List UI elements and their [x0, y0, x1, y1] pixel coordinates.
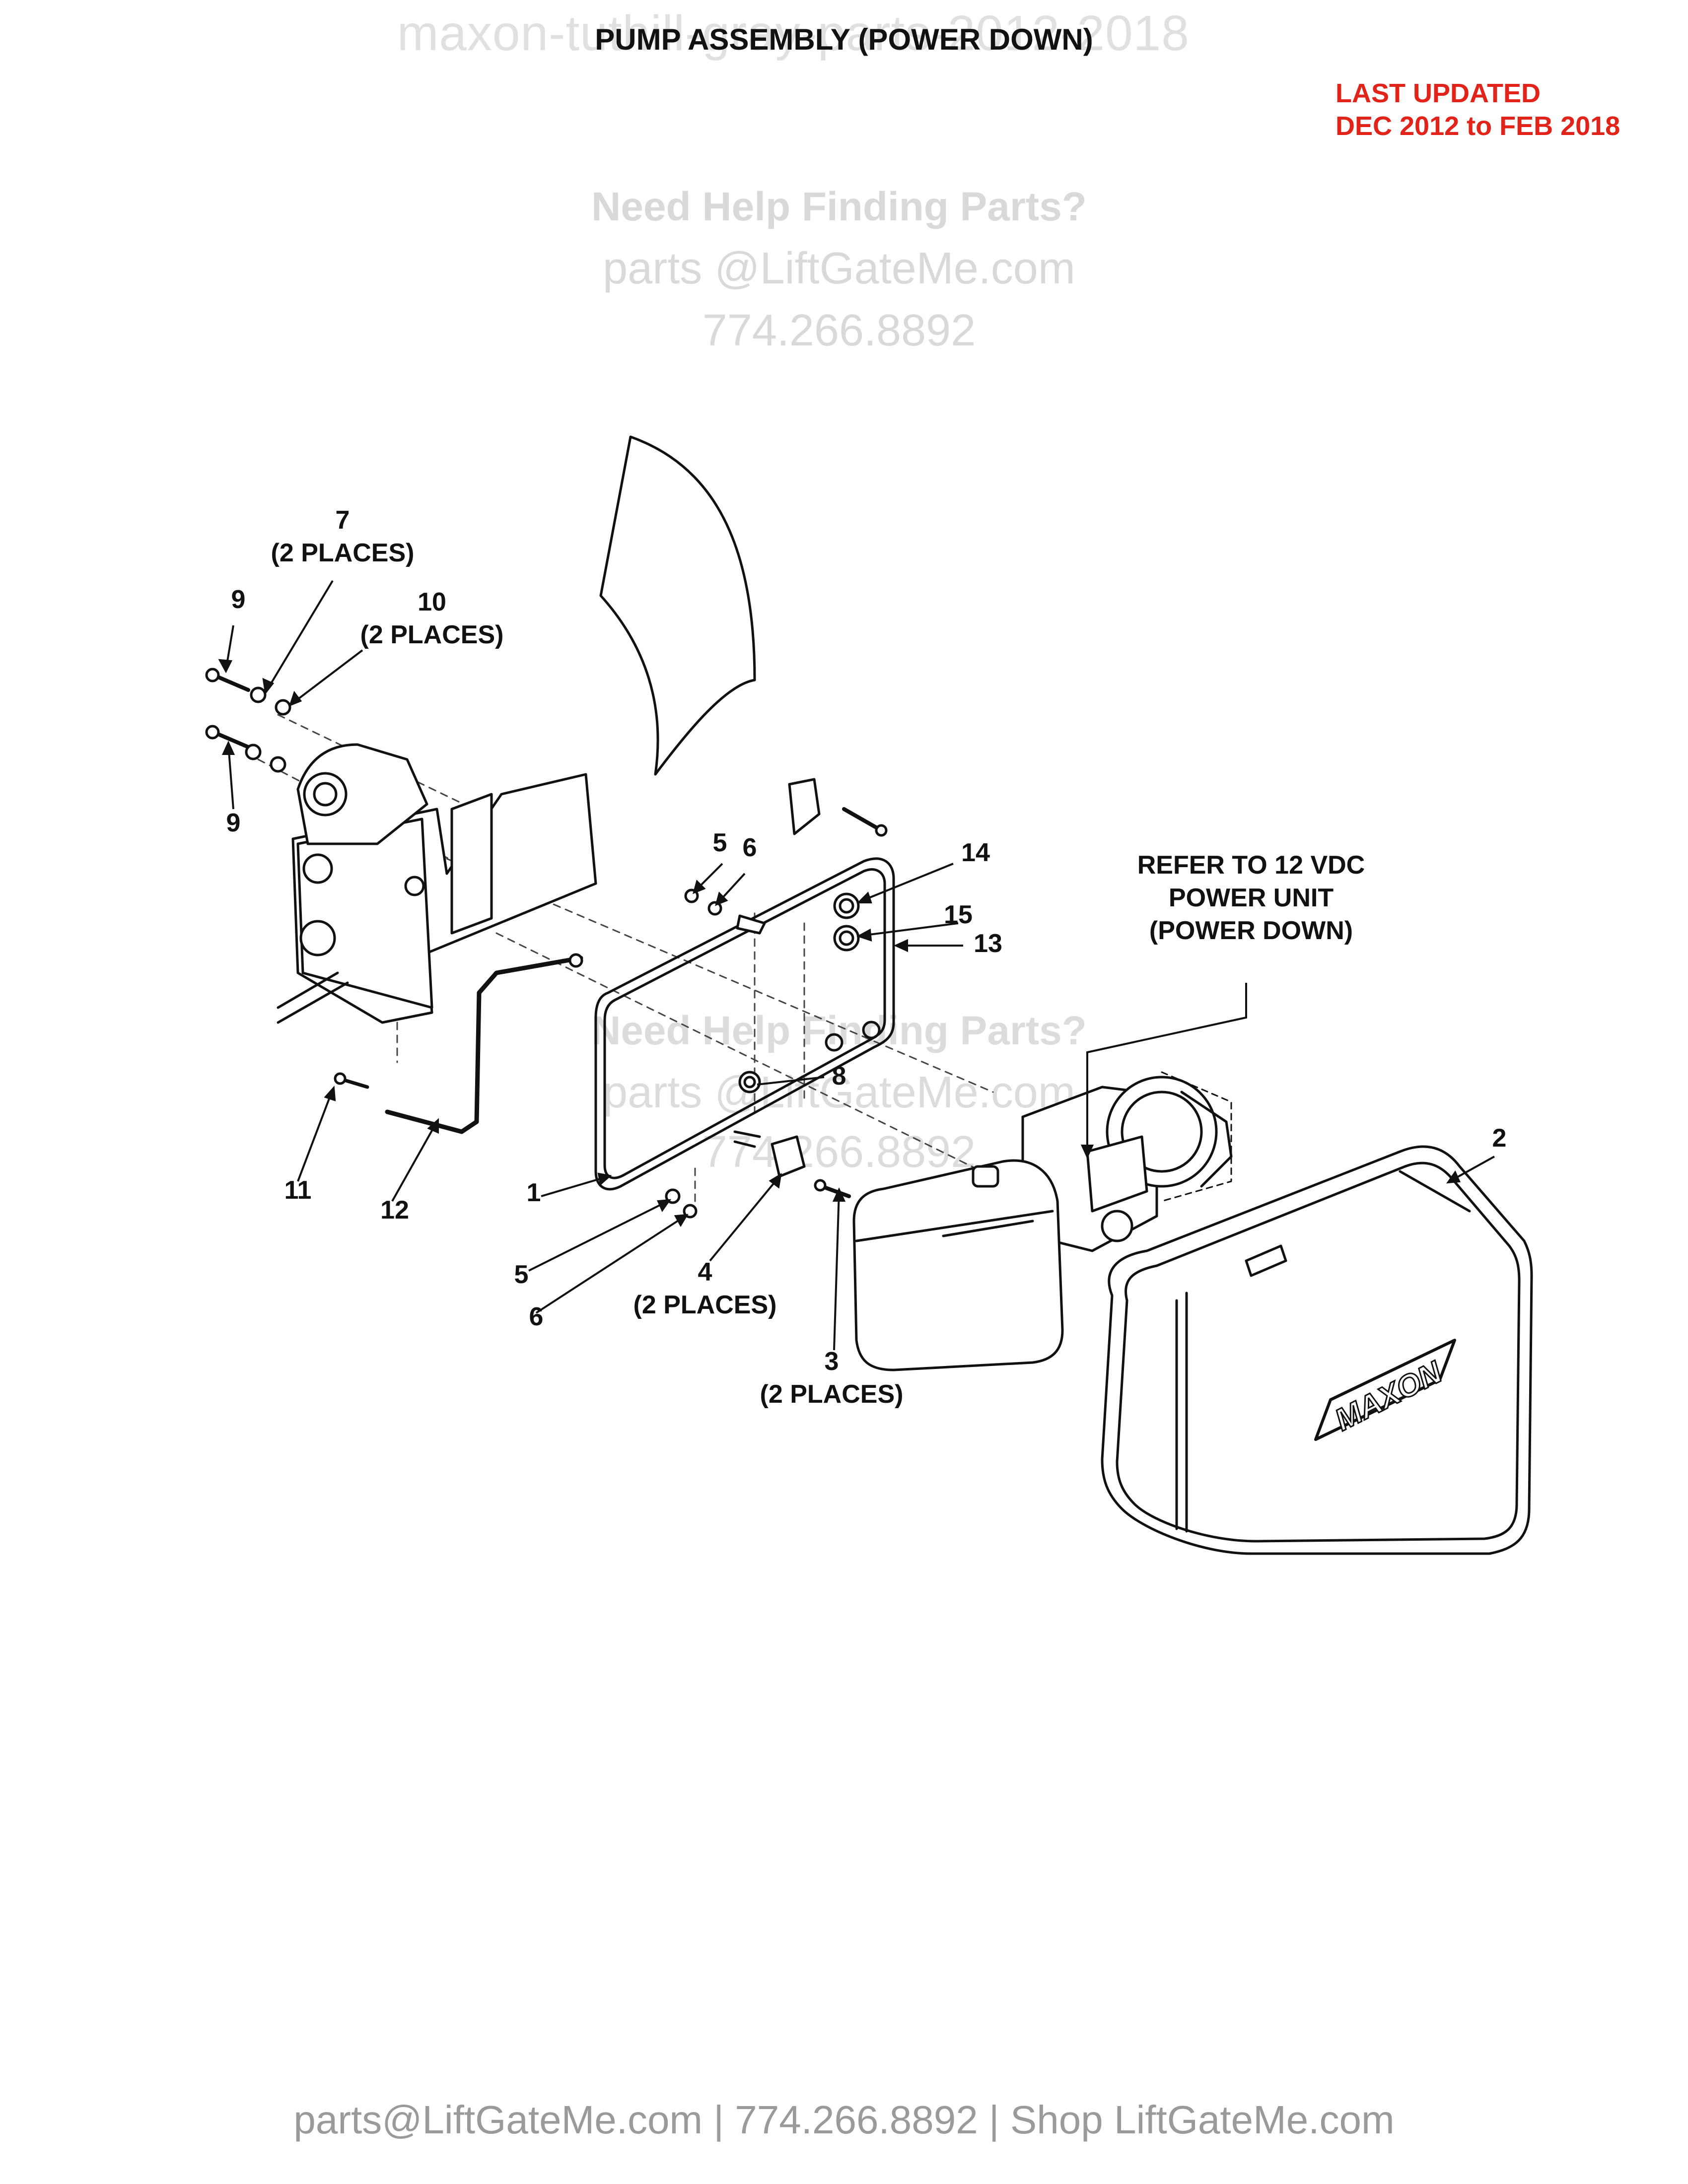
watermark-help-text: Need Help Finding Parts?	[591, 184, 1087, 229]
callout-12: 12	[380, 1196, 409, 1225]
page-title: PUMP ASSEMBLY (POWER DOWN)	[595, 23, 1093, 56]
callout-7-note: (2 PLACES)	[271, 539, 415, 567]
callout-11: 11	[284, 1176, 312, 1205]
callout-10-note: (2 PLACES)	[360, 620, 504, 649]
callout-15: 15	[944, 900, 973, 929]
callout-4-note: (2 PLACES)	[633, 1291, 777, 1319]
last-updated-label: LAST UPDATED	[1336, 78, 1541, 108]
refer-note-line-2: POWER UNIT	[1168, 884, 1334, 912]
refer-note-line-1: REFER TO 12 VDC	[1137, 851, 1365, 880]
callout-10-number: 10	[418, 588, 446, 616]
callout-6-lower: 6	[529, 1302, 544, 1331]
watermark-phone-text: 774.266.8892	[702, 306, 976, 355]
mounting-bracket	[277, 435, 756, 1024]
callout-3-number: 3	[824, 1347, 839, 1376]
upper-small-bracket	[788, 778, 888, 837]
callout-2: 2	[1492, 1124, 1507, 1153]
callout-5-upper: 5	[712, 828, 727, 857]
top-left-hardware	[205, 668, 291, 773]
watermark-email-text-center: parts @LiftGateMe.com	[603, 1068, 1075, 1117]
callout-1: 1	[526, 1178, 541, 1207]
pump-cover	[1101, 1145, 1533, 1555]
watermark-header-text: maxon-tuthill-gray-parts-2012-2018	[397, 5, 1190, 61]
last-updated-range: DEC 2012 to FEB 2018	[1336, 111, 1620, 141]
callout-7-number: 7	[335, 506, 350, 535]
callout-5-lower: 5	[514, 1260, 529, 1289]
callout-10: 10 (2 PLACES)	[348, 586, 516, 651]
watermark-email-text: parts @LiftGateMe.com	[603, 244, 1075, 293]
callout-6-upper: 6	[742, 833, 757, 862]
refer-power-unit-note: REFER TO 12 VDC POWER UNIT (POWER DOWN)	[1117, 849, 1385, 947]
reservoir-tank	[852, 1159, 1064, 1371]
refer-note-line-3: (POWER DOWN)	[1149, 916, 1353, 945]
callout-7: 7 (2 PLACES)	[268, 504, 417, 569]
ground-cable	[334, 953, 583, 1134]
callout-8: 8	[832, 1062, 846, 1091]
callout-leader-lines	[218, 580, 1495, 1351]
callout-3-note: (2 PLACES)	[760, 1380, 904, 1409]
upper-nut-washer	[684, 888, 766, 935]
callout-3: 3 (2 PLACES)	[750, 1345, 914, 1411]
callout-9-bottom: 9	[226, 809, 241, 837]
callout-13: 13	[974, 929, 1002, 958]
callout-9-top: 9	[231, 585, 246, 614]
watermark-help-text-center: Need Help Finding Parts?	[591, 1008, 1087, 1053]
gasket-plate	[594, 857, 895, 1191]
last-updated-note: LAST UPDATED DEC 2012 to FEB 2018	[1336, 77, 1683, 142]
callout-4-number: 4	[698, 1258, 712, 1287]
callout-4: 4 (2 PLACES)	[623, 1256, 787, 1321]
callout-14: 14	[961, 838, 990, 867]
footer-contact: parts@LiftGateMe.com | 774.266.8892 | Sh…	[293, 2098, 1395, 2142]
